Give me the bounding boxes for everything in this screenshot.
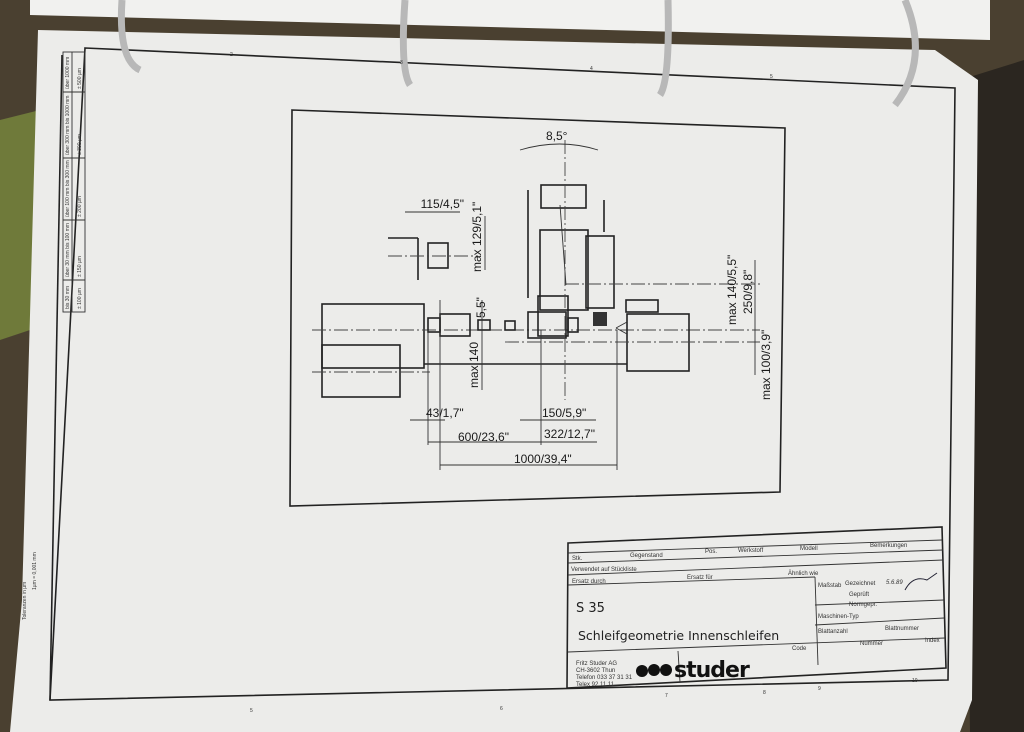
header-pos: Pos. <box>705 549 717 555</box>
tol-range-4: über 300 mm bis 1000 mm <box>65 96 71 155</box>
ring-3 <box>656 0 672 97</box>
border-numbers: 2 3 4 5 5 6 7 8 9 10 <box>230 52 918 714</box>
border-number: 2 <box>230 52 233 58</box>
binder-rings <box>117 0 919 108</box>
tolerance-table: bis 30 mm ± 100 µm über 30 mm bis 100 mm… <box>22 51 86 620</box>
company-line-4: Telex 92 11 11 <box>576 682 615 688</box>
dim-150: 150/5,9" <box>542 406 586 420</box>
header-modell: Modell <box>800 546 818 552</box>
nummer-label: Nummer <box>860 641 883 647</box>
header-werkstoff: Werkstoff <box>738 548 763 554</box>
machine-drawing <box>312 140 760 470</box>
massstab: Maßstab <box>818 583 842 589</box>
left-strip-line <box>49 54 63 701</box>
ring-1 <box>117 0 142 74</box>
dim-5: 5,5" <box>474 297 488 318</box>
ring-2 <box>399 0 414 87</box>
company-line-1: Fritz Studer AG <box>576 661 617 667</box>
tol-range-5: über 1000 mm <box>65 57 71 89</box>
blattanzahl: Blattanzahl <box>818 629 848 635</box>
gezeichnet-date: 5.6.89 <box>886 580 903 586</box>
tol-value-3: ± 200 µm <box>77 196 83 217</box>
geprueft: Geprüft <box>849 592 869 598</box>
signature <box>904 572 938 591</box>
dim-max140: max 140/5,5" <box>725 255 739 325</box>
dim-250: 250/9,8" <box>741 270 755 314</box>
company-line-3: Telefon 033 37 31 31 <box>576 675 633 681</box>
gezeichnet: Gezeichnet <box>845 581 876 587</box>
header-bemerkungen: Bemerkungen <box>870 543 907 549</box>
logo-text: studer <box>674 658 750 683</box>
border-number: 3 <box>400 60 403 66</box>
ring-4 <box>892 0 919 108</box>
drawing-box <box>289 109 786 507</box>
dim-600: 600/23,6" <box>458 430 509 444</box>
index-label: Index <box>925 638 940 644</box>
aehnlich-wie: Ähnlich wie <box>788 570 819 577</box>
green-cloth <box>0 110 40 340</box>
border-number: 10 <box>912 678 918 684</box>
dim-max140-left: max 140 <box>467 342 481 388</box>
maschinen-typ: Maschinen-Typ <box>818 614 859 620</box>
dim-43: 43/1,7" <box>426 406 464 420</box>
unit-note: 1µm = 0,001 mm <box>32 552 38 590</box>
border-number: 7 <box>665 693 668 699</box>
border-number: 9 <box>818 686 821 692</box>
dim-max100: max 100/3,9" <box>759 330 773 400</box>
dim-max129: max 129/5,1" <box>470 202 484 272</box>
blattnummer: Blattnummer <box>885 626 919 632</box>
ersatz-fuer: Ersatz für <box>687 575 713 581</box>
paper-sheet <box>10 30 978 732</box>
border-number: 8 <box>763 690 766 696</box>
ersatz-durch: Ersatz durch <box>572 579 606 585</box>
border-number: 4 <box>590 66 593 72</box>
dim-1000: 1000/39,4" <box>514 452 572 466</box>
verwendet: Verwendet auf Stückliste <box>571 567 637 573</box>
tol-value-4: ± 300 µm <box>77 134 83 155</box>
tol-range-1: bis 30 mm <box>65 286 71 309</box>
tol-value-5: ± 500 µm <box>77 68 83 89</box>
studer-logo: studer <box>636 658 751 683</box>
company-line-2: CH-3602 Thun <box>576 668 615 674</box>
dim-322: 322/12,7" <box>544 427 595 441</box>
tol-range-2: über 30 mm bis 100 mm <box>65 223 71 277</box>
back-page <box>30 0 990 40</box>
tol-value-2: ± 150 µm <box>77 256 83 277</box>
border-number: 5 <box>250 708 253 714</box>
model-number: S 35 <box>576 601 605 616</box>
tol-value-1: ± 100 µm <box>77 288 83 309</box>
header-st: Stk. <box>572 556 583 562</box>
tol-range-3: über 100 mm bis 300 mm <box>65 160 71 217</box>
drawing-title: Schleifgeometrie Innenschleifen <box>578 628 779 643</box>
dim-115: 115/4,5" <box>421 197 464 211</box>
border-number: 6 <box>500 706 503 712</box>
title-block: Stk. Gegenstand Pos. Werkstoff Modell Be… <box>566 526 947 689</box>
dim-angle: 8,5° <box>546 129 568 143</box>
dimension-labels: 8,5° 115/4,5" max 129/5,1" 5,5" max 140 … <box>421 129 773 466</box>
code-label: Code <box>792 646 807 652</box>
header-gegenstand: Gegenstand <box>630 553 663 559</box>
normgepr: Normgepr. <box>849 602 877 608</box>
toleranzen-note: Toleranzen in µm <box>22 582 28 620</box>
border-number: 5 <box>770 74 773 80</box>
